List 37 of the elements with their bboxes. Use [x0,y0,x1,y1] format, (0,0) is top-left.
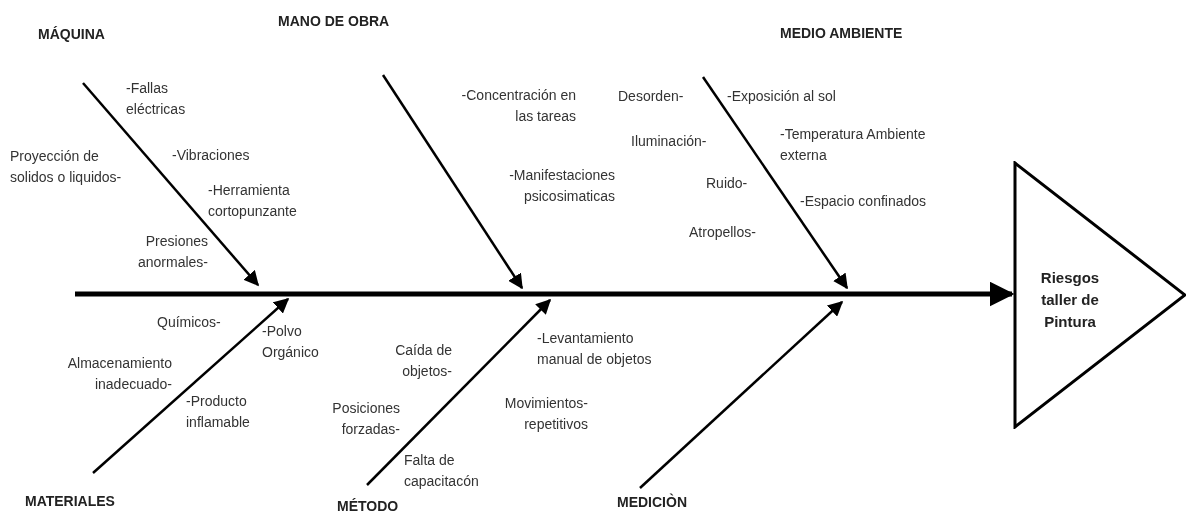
cause-label: Químicos- [157,313,221,332]
spine-arrow [75,281,1015,307]
bone-arrow [701,76,849,290]
cause-label: Posiciones forzadas- [331,399,400,439]
cause-label: Almacenamiento inadecuado- [66,354,172,394]
category-heading: MÉTODO [337,498,399,514]
cause-label: Movimientos- repetitivos [503,394,588,434]
cause-label: Caída de objetos- [394,341,452,381]
cause-label: Falta de capacitacón [404,451,480,491]
cause-label: -Levantamiento manual de objetos [537,329,653,369]
cause-label: -Temperatura Ambiente externa [780,125,927,165]
cause-label: -Exposición al sol [727,87,836,106]
cause-label: -Producto inflamable [186,392,251,432]
category-heading: MEDIO AMBIENTE [780,25,903,41]
bone-arrow [92,298,290,474]
bone-arrow [82,82,259,287]
category-heading: MÁQUINA [38,26,105,42]
effect-text: Riesgos taller de Pintura [1039,268,1101,332]
category-heading: MEDICIÒN [617,494,687,510]
cause-label: -Vibraciones [172,146,250,165]
bone-arrow [639,301,844,489]
cause-label: Desorden- [618,87,684,106]
category-heading: MANO DE OBRA [278,13,390,29]
cause-label: Atropellos- [689,223,756,242]
cause-label: -Herramienta cortopunzante [208,181,298,221]
cause-label: -Polvo Orgánico [262,322,320,362]
cause-label: -Fallas eléctricas [126,79,187,119]
cause-label: Presiones anormales- [136,232,208,272]
cause-label: Proyección de solidos o liquidos- [10,147,123,187]
bone-arrow [381,74,524,290]
cause-label: Ruido- [706,174,748,193]
cause-label: -Manifestaciones psicosimaticas [508,166,615,206]
category-heading: MATERIALES [25,493,115,509]
bone-arrow [366,298,552,486]
cause-label: -Espacio confinados [800,192,927,211]
cause-label: Iluminación- [631,132,707,151]
cause-label: -Concentración en las tareas [460,86,576,126]
